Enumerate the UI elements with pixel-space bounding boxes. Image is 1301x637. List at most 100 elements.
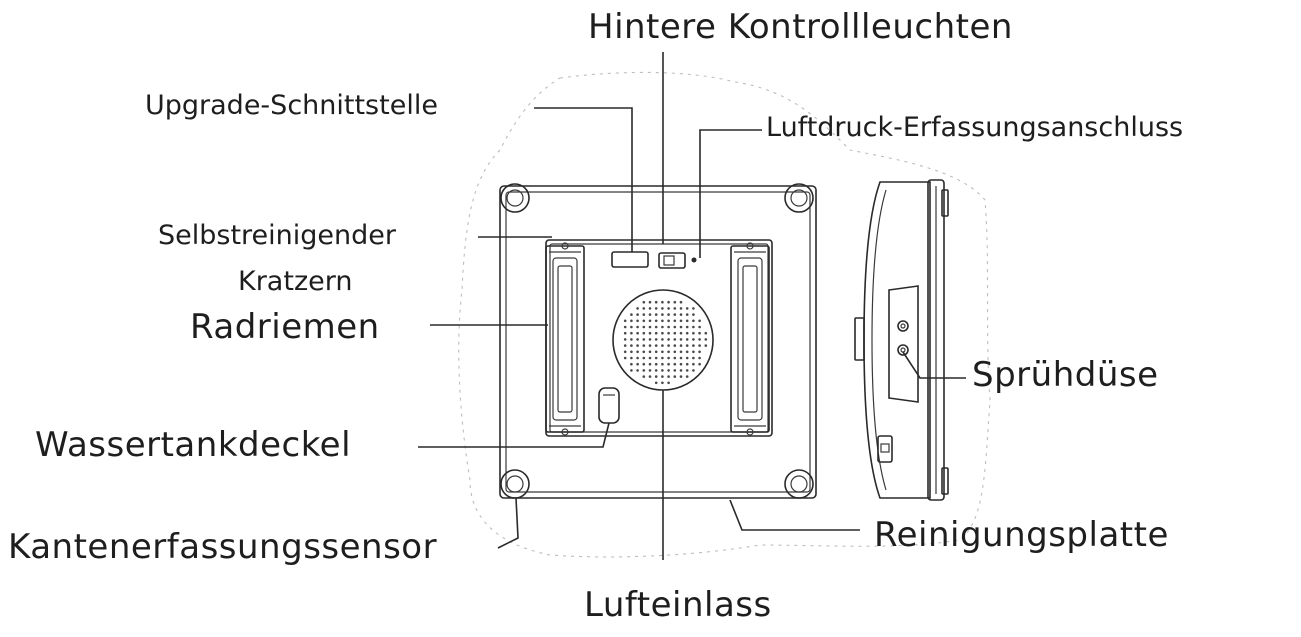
grille-hole xyxy=(623,338,627,341)
grille-hole xyxy=(648,356,652,360)
label-water-tank-cap: Wassertankdeckel xyxy=(35,425,352,465)
grille-hole xyxy=(698,325,701,329)
leader-water-tank-cap xyxy=(418,422,610,448)
grille-hole xyxy=(654,369,658,372)
cleaning-plate-inner-edge xyxy=(549,243,769,433)
label-self-cleaning-scraper-line2: Kratzern xyxy=(238,266,353,297)
grille-hole xyxy=(654,307,658,310)
leader-lines xyxy=(418,52,966,560)
upgrade-interface-slot xyxy=(611,251,649,268)
outer-body xyxy=(499,185,817,499)
grille-hole xyxy=(679,362,683,366)
grille-hole xyxy=(630,325,633,329)
grille-hole xyxy=(636,356,639,360)
leader-cleaning-plate xyxy=(729,499,860,531)
grille-hole xyxy=(685,356,689,360)
grille-hole xyxy=(698,344,701,347)
corner-sensor-bottom-left xyxy=(500,469,530,499)
grille-hole xyxy=(698,331,701,335)
grille-hole xyxy=(654,381,658,385)
grille-hole xyxy=(648,307,652,310)
grille-hole xyxy=(679,313,683,316)
grille-hole xyxy=(623,331,627,335)
grille-hole xyxy=(673,300,677,304)
grille-hole xyxy=(636,350,639,354)
label-rear-indicator-lights: Hintere Kontrollleuchten xyxy=(588,7,1013,47)
grille-hole xyxy=(648,331,652,335)
grille-hole xyxy=(679,344,683,347)
grille-hole xyxy=(661,344,664,347)
grille-hole xyxy=(642,313,646,316)
grille-hole xyxy=(654,344,658,347)
grille-hole xyxy=(667,319,670,323)
grille-hole xyxy=(679,325,683,329)
grille-hole xyxy=(642,356,646,360)
grille-hole xyxy=(642,325,646,329)
robot-bottom-view xyxy=(499,183,817,499)
grille-hole xyxy=(630,338,633,341)
grille-hole xyxy=(692,313,695,316)
water-tank-cap xyxy=(598,387,620,424)
grille-hole xyxy=(642,319,646,323)
grille-hole xyxy=(642,300,646,304)
grille-hole xyxy=(648,375,652,378)
grille-hole xyxy=(623,325,627,329)
grille-hole xyxy=(661,331,664,335)
grille-hole xyxy=(636,331,639,335)
grille-hole xyxy=(685,375,689,378)
grille-hole xyxy=(692,344,695,347)
grille-hole xyxy=(654,362,658,366)
grille-hole xyxy=(667,300,670,304)
grille-hole xyxy=(636,344,639,347)
leader-edge-sensor xyxy=(497,497,519,549)
side-nozzle-panel xyxy=(888,285,919,403)
grille-hole xyxy=(692,369,695,372)
grille-hole xyxy=(673,369,677,372)
grille-hole xyxy=(636,369,639,372)
grille-hole xyxy=(642,362,646,366)
grille-hole xyxy=(698,350,701,354)
grille-hole xyxy=(679,356,683,360)
grille-hole xyxy=(679,300,683,304)
grille-hole xyxy=(654,300,658,304)
grille-hole xyxy=(698,319,701,323)
grille-hole xyxy=(661,307,664,310)
grille-hole xyxy=(661,369,664,372)
side-cleaning-pad xyxy=(927,179,945,501)
grille-hole xyxy=(692,350,695,354)
grille-hole xyxy=(679,319,683,323)
label-wheel-belt: Radriemen xyxy=(190,307,380,347)
grille-hole xyxy=(661,319,664,323)
grille-hole xyxy=(630,362,633,366)
grille-hole xyxy=(673,344,677,347)
air-pressure-port-hole xyxy=(691,257,697,263)
leader-spray-nozzle xyxy=(902,351,966,379)
leader-air-pressure-port xyxy=(699,129,762,258)
grille-hole xyxy=(636,362,639,366)
grille-hole xyxy=(704,344,708,347)
grille-hole xyxy=(661,325,664,329)
grille-hole xyxy=(636,338,639,341)
corner-sensor-bottom-right xyxy=(784,469,814,499)
grille-hole xyxy=(661,381,664,385)
grille-hole xyxy=(630,369,633,372)
grille-hole xyxy=(679,350,683,354)
grille-hole xyxy=(667,325,670,329)
grille-hole xyxy=(685,344,689,347)
grille-hole xyxy=(673,313,677,316)
side-body-front xyxy=(863,181,931,499)
grille-hole xyxy=(692,325,695,329)
grille-hole xyxy=(630,331,633,335)
grille-hole xyxy=(648,319,652,323)
grille-hole xyxy=(661,356,664,360)
corner-sensor-top-right xyxy=(784,183,814,213)
grille-hole xyxy=(667,356,670,360)
grille-hole xyxy=(692,319,695,323)
grille-hole xyxy=(685,325,689,329)
right-wheel-belt xyxy=(730,242,770,436)
grille-hole xyxy=(648,325,652,329)
grille-hole xyxy=(673,331,677,335)
label-air-pressure-port: Luftdruck-Erfassungsanschluss xyxy=(766,112,1184,143)
grille-hole xyxy=(661,338,664,341)
grille-hole xyxy=(642,331,646,335)
